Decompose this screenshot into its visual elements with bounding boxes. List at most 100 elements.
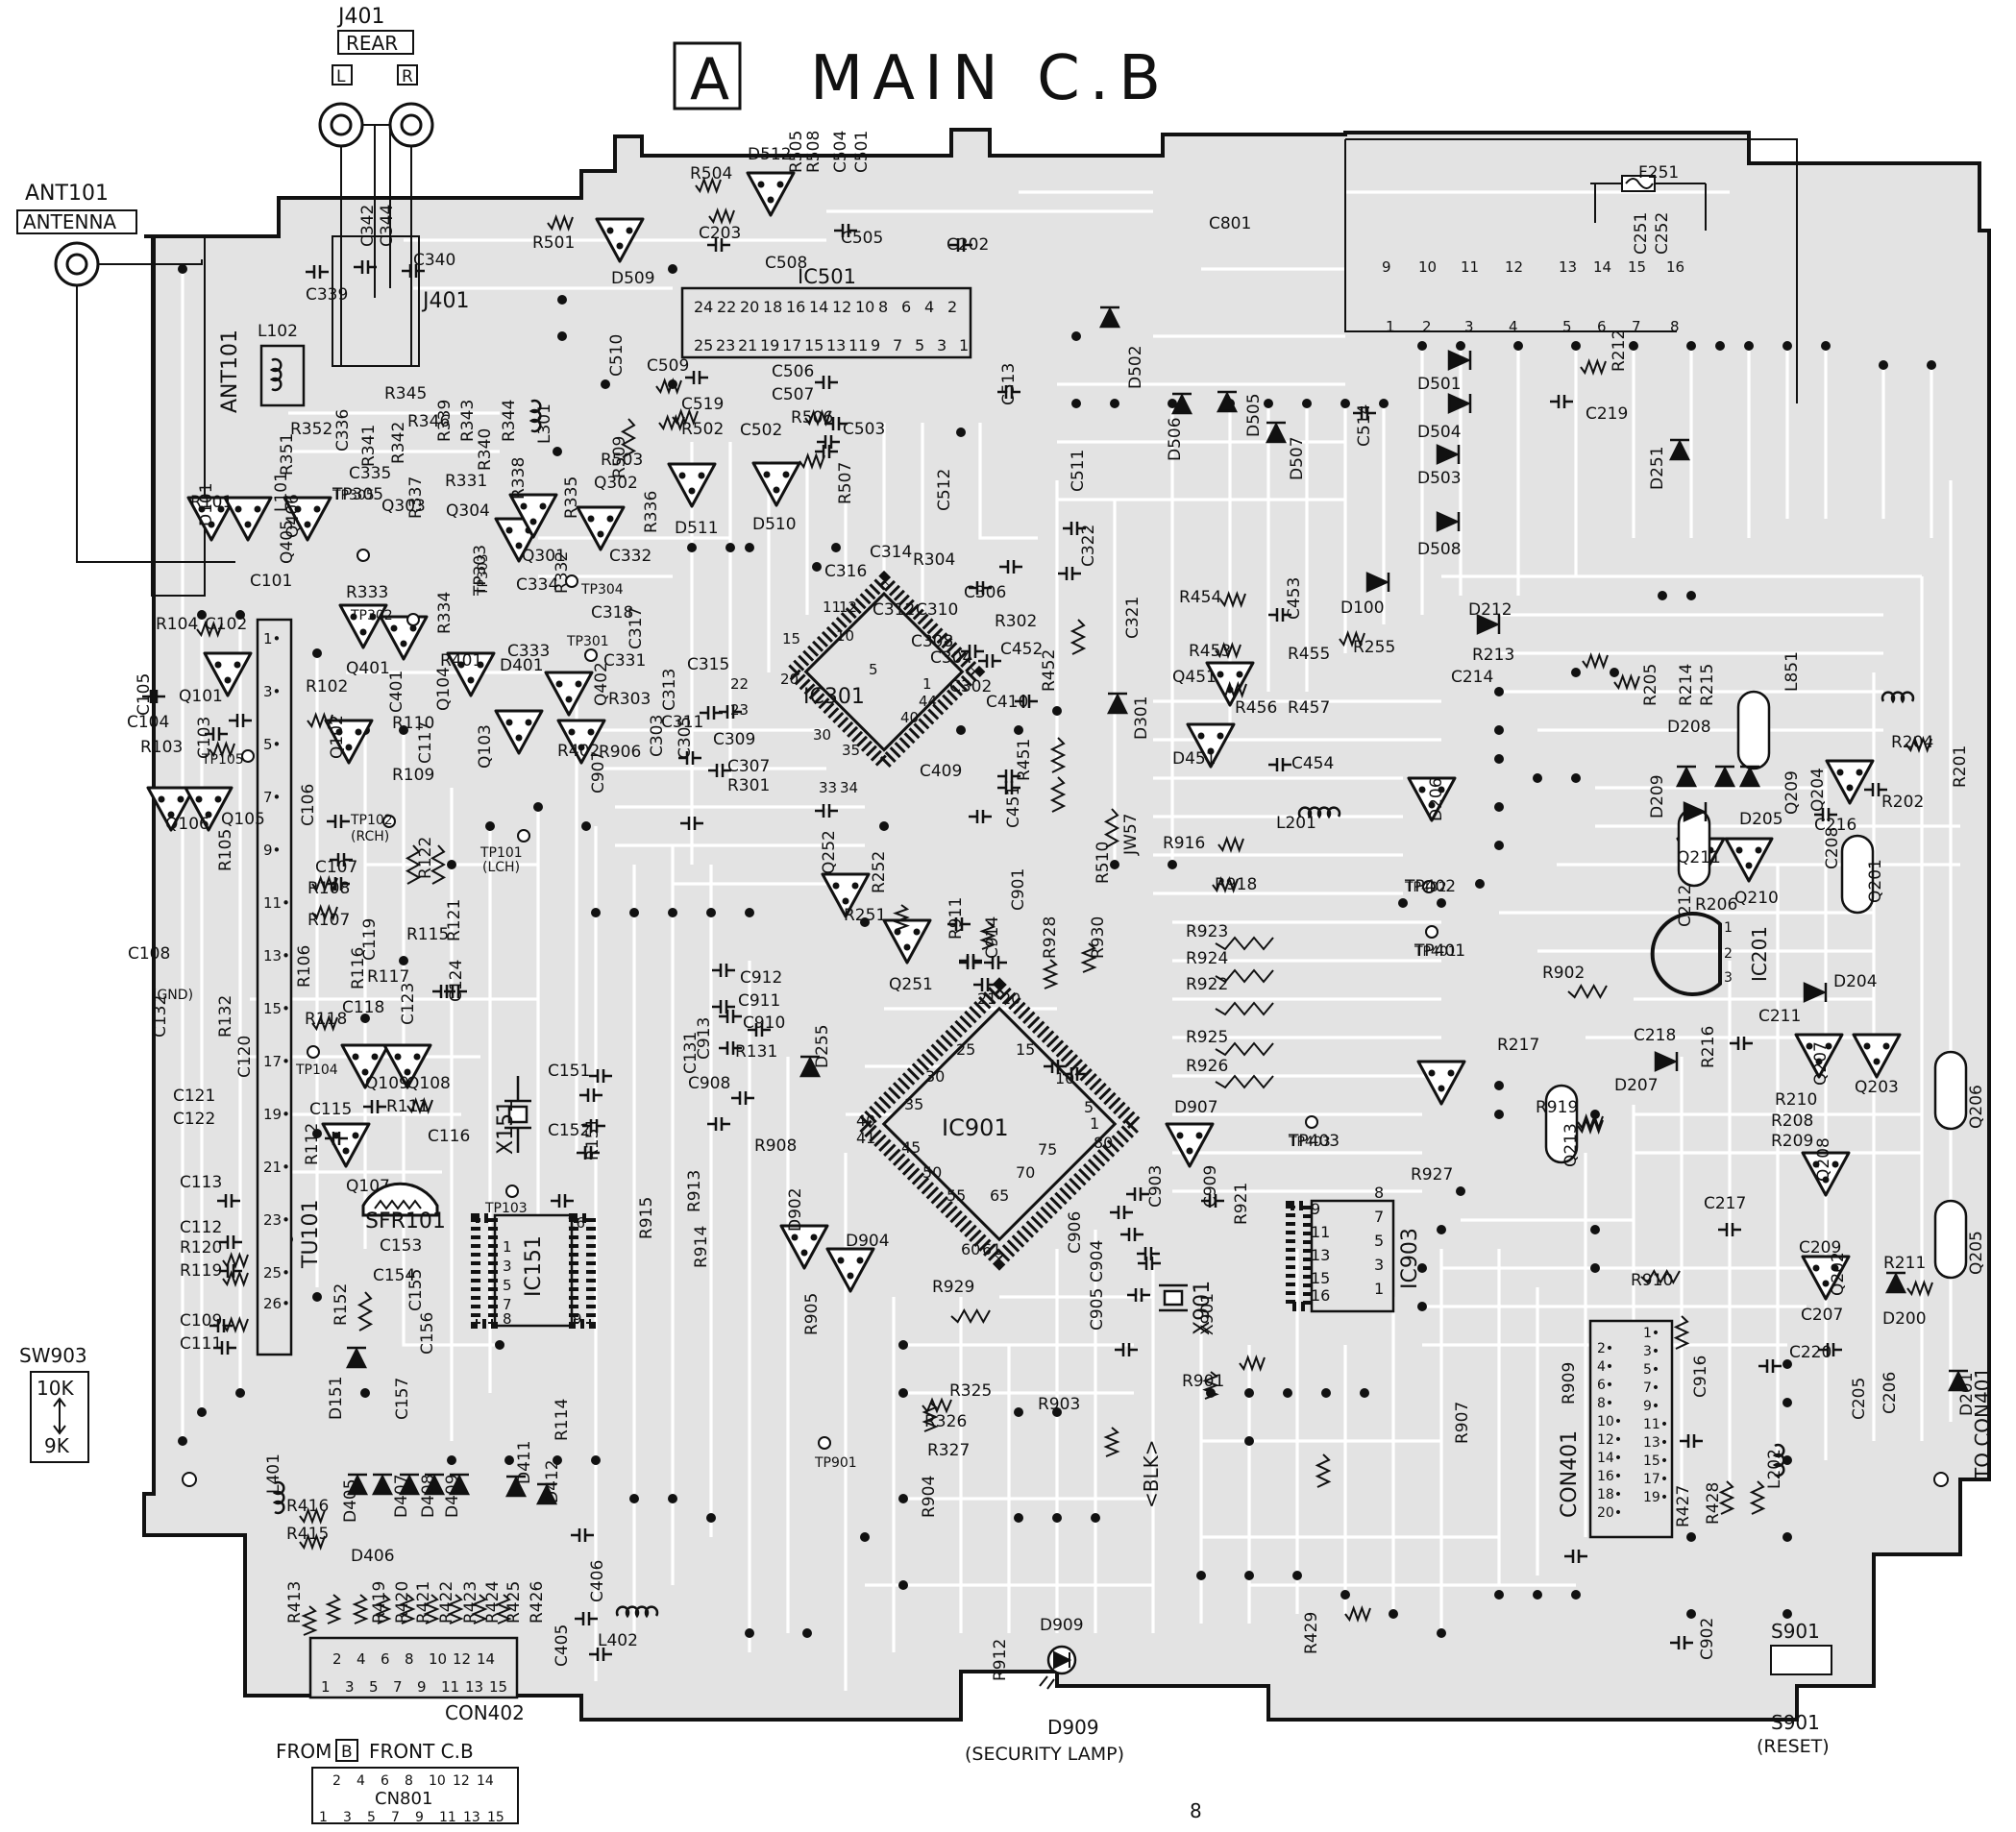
capacitor-symbol [1137, 1247, 1160, 1260]
designator-r345: R345 [384, 384, 427, 403]
transistor-pad [616, 242, 624, 250]
con401-pin: 7• [1643, 1380, 1660, 1396]
designator-c305: C305 [676, 717, 695, 759]
designator-q301: Q301 [522, 547, 566, 566]
resistor-symbol [1239, 1355, 1266, 1372]
ic501-pin: 1 [959, 336, 969, 354]
transistor-pad [1447, 1069, 1455, 1077]
ic501-pin: 14 [809, 298, 828, 316]
transistor-pad [177, 795, 184, 803]
diode-symbol [1098, 305, 1121, 329]
ic501-pin: 7 [893, 336, 902, 354]
capacitor-symbol [219, 1235, 242, 1249]
transistor-pad [539, 502, 547, 510]
diode-symbol [1675, 765, 1698, 788]
ic501-pin: 21 [738, 336, 757, 354]
resistor-symbol [209, 741, 235, 758]
resistor-symbol [299, 1507, 326, 1525]
capacitor-symbol [306, 265, 329, 279]
capacitor-symbol [1044, 1060, 1067, 1073]
con401-pin: 9• [1643, 1399, 1660, 1414]
capacitor-symbol [969, 810, 992, 823]
designator-q104: Q104 [434, 667, 454, 711]
designator-r456: R456 [1235, 698, 1277, 718]
designator-r919: R919 [1536, 1098, 1578, 1117]
con402-pin: 13 [465, 1678, 483, 1696]
ic901-pin: 80 [1094, 1134, 1113, 1152]
resistor-symbol [1673, 1315, 1690, 1350]
resistor-symbol [1905, 736, 1932, 753]
capacitor-symbol [708, 764, 731, 777]
designator-r501: R501 [532, 233, 575, 253]
resistor-symbol [1215, 968, 1274, 984]
capacitor-symbol [678, 751, 701, 765]
designator-r402: R402 [557, 742, 600, 761]
con402-pin: 4 [356, 1650, 366, 1668]
designator-c502: C502 [740, 421, 782, 440]
designator-d205: D205 [1739, 810, 1783, 829]
capacitor-symbol [1120, 1228, 1143, 1241]
designator-q405: Q405 [278, 520, 297, 564]
transistor-pad [856, 1257, 864, 1264]
capacitor-symbol [961, 645, 984, 658]
con402-pin: 15 [489, 1678, 507, 1696]
designator-c218: C218 [1634, 1026, 1676, 1045]
designator-c304: C304 [930, 648, 972, 668]
designator-jw57: JW57 [1121, 814, 1141, 856]
capacitor-symbol [719, 1010, 742, 1023]
ic201-label: IC201 [1748, 926, 1771, 982]
designator-c122: C122 [173, 1110, 215, 1129]
designator-d301: D301 [1132, 696, 1151, 740]
capacitor-symbol [213, 1341, 236, 1355]
from-letter-box [335, 1739, 358, 1762]
tu101-pin: 23• [263, 1211, 290, 1229]
designator-q211: Q211 [1677, 848, 1721, 867]
designator-c203: C203 [699, 224, 741, 243]
designator-q451: Q451 [1172, 668, 1217, 687]
designator-l301: L301 [535, 403, 554, 444]
transistor-ecb-package [1933, 1199, 1968, 1280]
designator-r255: R255 [1353, 638, 1395, 657]
designator-c909: C909 [1201, 1165, 1220, 1208]
designator-r339: R339 [435, 400, 455, 442]
capacitor-symbol [577, 1146, 600, 1160]
designator-q207: Q207 [1811, 1041, 1831, 1086]
designator-r110: R110 [392, 714, 434, 733]
designator-c202: C202 [947, 235, 989, 255]
ic901-pin: 25 [956, 1040, 975, 1059]
ic901-pin: 45 [901, 1138, 921, 1157]
designator-c907: C907 [589, 751, 608, 794]
resistor-symbol [1315, 1453, 1332, 1488]
transistor-pad [1176, 1132, 1184, 1139]
con402-pin: 7 [393, 1678, 403, 1696]
designator-c212: C212 [1676, 885, 1695, 927]
designator-q109: Q109 [365, 1074, 409, 1093]
capacitor-symbol [217, 1194, 240, 1208]
transistor-pad [767, 196, 774, 204]
transistor-pad [467, 676, 475, 684]
designator-c101: C101 [250, 572, 292, 591]
designator-l201: L201 [1276, 814, 1316, 833]
resistor-symbol [1640, 1268, 1681, 1285]
designator-d207: D207 [1614, 1076, 1659, 1095]
ic901-pin: 60 [961, 1240, 980, 1258]
designator-c903: C903 [1146, 1165, 1166, 1208]
transistor-pad [345, 744, 353, 751]
svg-text:7: 7 [503, 1296, 512, 1313]
reset-note: (RESET) [1757, 1736, 1830, 1757]
designator-d200: D200 [1882, 1309, 1927, 1329]
tp403-label: TP403 [1288, 1135, 1331, 1150]
capacitor-symbol [997, 781, 1020, 794]
transistor-pad [565, 696, 573, 703]
transistor-pad [208, 521, 215, 528]
capacitor-symbol [1015, 695, 1038, 708]
tu101-pin: 19• [263, 1106, 290, 1123]
capacitor-symbol [1564, 1550, 1587, 1563]
ic501-pin: 10 [855, 298, 874, 316]
resistor-symbol [1042, 959, 1059, 989]
x901-crystal-icon [1159, 1283, 1188, 1312]
designator-d401: D401 [500, 656, 544, 675]
designator-q402: Q402 [592, 662, 611, 706]
